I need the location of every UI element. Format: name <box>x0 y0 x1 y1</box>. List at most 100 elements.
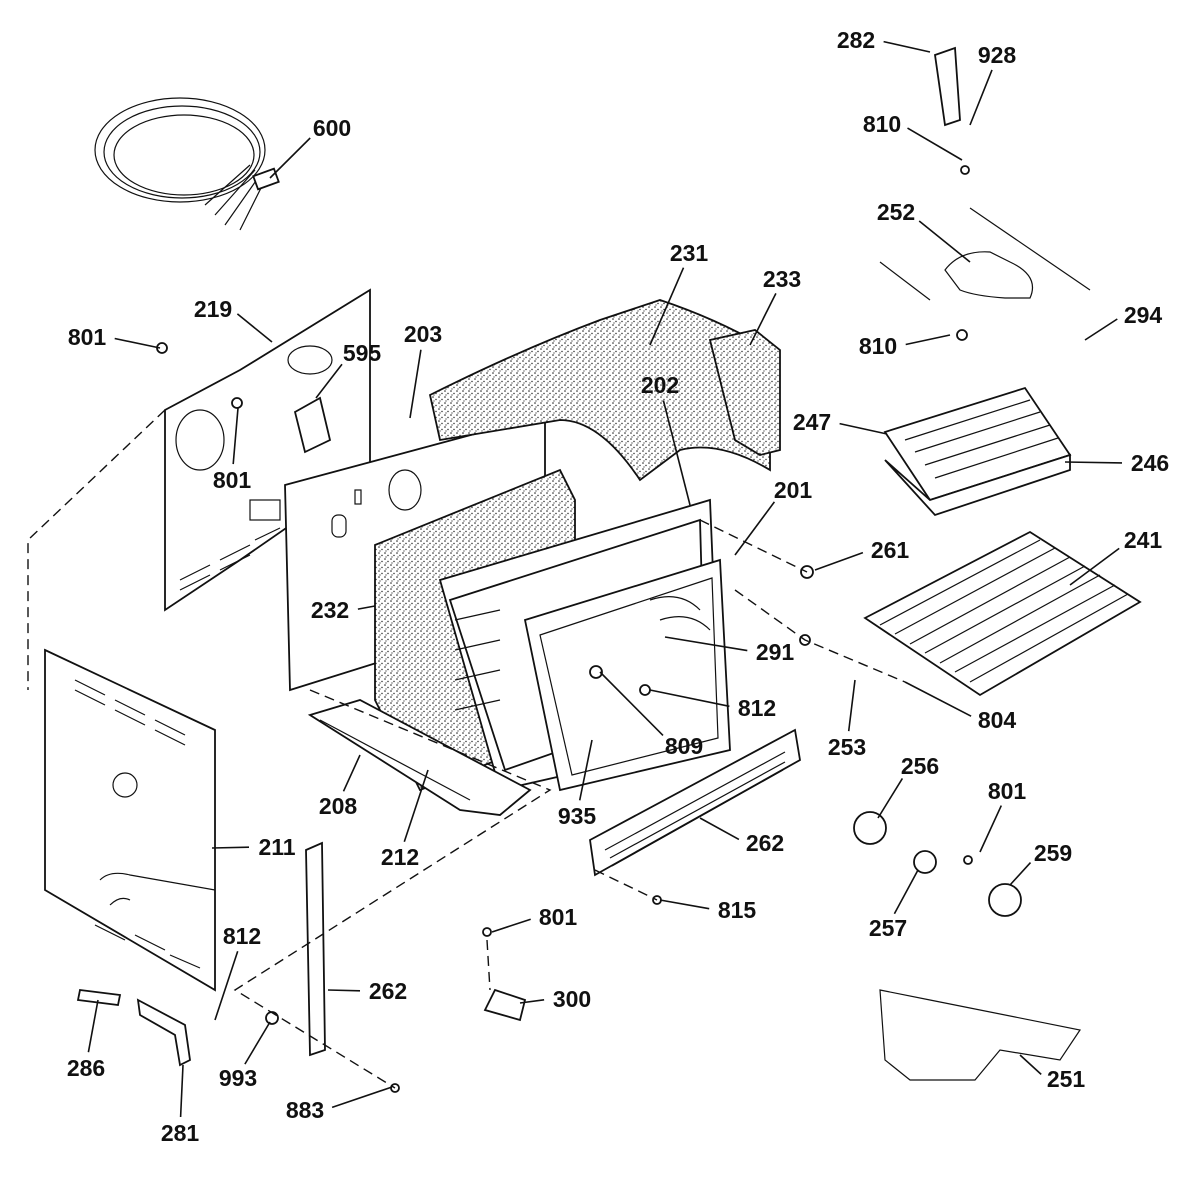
leader-line <box>211 846 250 849</box>
vent-tube <box>934 46 961 127</box>
leader-line <box>905 334 951 346</box>
vent-panel <box>589 728 801 877</box>
part-number-label: 202 <box>641 372 679 398</box>
leader-line <box>232 407 239 465</box>
leader-line <box>699 817 740 841</box>
part-number-label: 286 <box>67 1055 105 1081</box>
leader-line <box>403 769 429 843</box>
leader-line <box>814 551 864 571</box>
part-number-label: 208 <box>319 793 358 819</box>
leader-line <box>599 671 664 736</box>
part-number-label: 291 <box>756 639 795 665</box>
leader-line <box>87 999 99 1053</box>
leader-line <box>969 69 993 126</box>
leader-line <box>918 220 971 263</box>
part-number-label: 810 <box>859 333 897 359</box>
vertical-trim <box>305 841 326 1057</box>
leader-line <box>519 999 545 1004</box>
hinge-cover <box>76 989 122 1006</box>
leader-line <box>662 400 691 506</box>
leader-line <box>979 805 1003 853</box>
leader-line <box>269 137 311 179</box>
leader-line <box>907 127 963 161</box>
part-number-label: 801 <box>539 904 578 930</box>
part-number-label: 252 <box>877 199 915 225</box>
callout-leaders <box>87 40 1123 1118</box>
part-number-label: 261 <box>871 537 910 563</box>
part-number-label: 935 <box>558 803 597 829</box>
part-number-label: 812 <box>223 923 261 949</box>
part-number-label: 801 <box>988 778 1027 804</box>
leader-line <box>214 950 239 1021</box>
leader-line <box>734 501 776 556</box>
leader-line <box>883 40 931 53</box>
part-number-label: 595 <box>343 340 382 366</box>
leader-line <box>1064 461 1123 464</box>
part-number-label: 993 <box>219 1065 257 1091</box>
leader-line <box>1084 318 1118 341</box>
side-insulation-strip <box>708 329 781 456</box>
leader-line <box>244 1021 271 1065</box>
part-number-label: 815 <box>718 897 757 923</box>
part-number-label: 253 <box>828 734 866 760</box>
part-number-label: 262 <box>746 830 784 856</box>
leader-line <box>236 313 273 343</box>
leader-line <box>357 605 376 610</box>
part-number-label: 809 <box>665 733 703 759</box>
leader-line <box>904 681 972 717</box>
leader-line <box>114 337 161 349</box>
part-number-label: 282 <box>837 27 875 53</box>
oven-liner <box>523 558 731 792</box>
leader-line <box>331 1086 393 1109</box>
leader-line <box>342 754 361 792</box>
power-cord <box>94 97 280 231</box>
part-number-label: 801 <box>213 467 252 493</box>
assembly-guides <box>27 409 906 1089</box>
part-number-label: 804 <box>978 707 1017 733</box>
side-panel <box>44 648 216 992</box>
leader-line <box>839 422 888 435</box>
part-number-label: 281 <box>161 1120 200 1146</box>
leader-line <box>893 869 919 915</box>
leader-line <box>327 989 361 992</box>
part-number-label: 801 <box>68 324 107 350</box>
leader-line <box>749 293 777 346</box>
bracket <box>293 396 332 454</box>
part-number-label: 241 <box>1124 527 1163 553</box>
part-number-label: 203 <box>404 321 442 347</box>
leader-line <box>578 739 593 801</box>
oven-rack <box>863 530 1142 697</box>
leader-line <box>664 636 748 652</box>
part-number-label: 211 <box>258 834 295 860</box>
oven-lamp <box>853 811 1022 917</box>
leader-line <box>649 689 730 708</box>
part-number-label: 812 <box>738 695 776 721</box>
part-number-label: 256 <box>901 753 939 779</box>
part-number-label: 600 <box>313 115 351 141</box>
hinge <box>136 998 191 1067</box>
leader-line <box>649 267 685 346</box>
part-number-label: 810 <box>863 111 901 137</box>
leader-line <box>1019 1054 1042 1075</box>
part-number-label: 231 <box>670 240 709 266</box>
mounting-bracket <box>483 988 527 1022</box>
part-number-label: 247 <box>793 409 831 435</box>
part-number-label: 251 <box>1047 1066 1086 1092</box>
bake-element <box>879 989 1081 1081</box>
part-number-label: 928 <box>978 42 1017 68</box>
part-number-label: 246 <box>1131 450 1169 476</box>
part-number-label: 233 <box>763 266 801 292</box>
part-number-label: 294 <box>1124 302 1163 328</box>
leader-line <box>659 899 710 910</box>
broiler-pan <box>883 386 1072 517</box>
leader-line <box>1009 862 1032 886</box>
leader-line <box>1069 547 1120 586</box>
leader-line <box>491 918 531 933</box>
part-number-label: 259 <box>1034 840 1072 866</box>
leader-line <box>409 349 422 419</box>
part-number-label: 300 <box>553 986 591 1012</box>
leader-line <box>877 777 904 819</box>
